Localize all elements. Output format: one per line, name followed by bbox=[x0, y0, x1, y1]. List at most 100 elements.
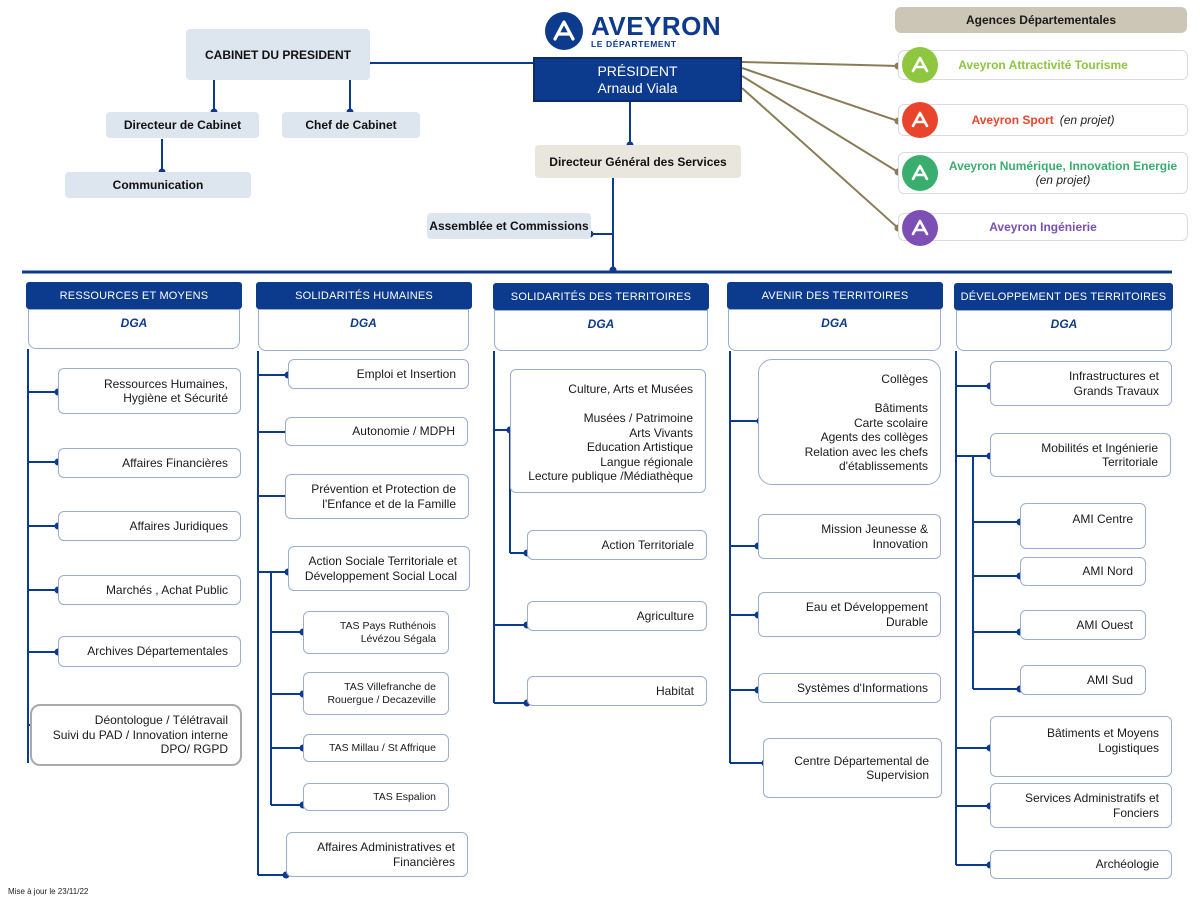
service-box: Archéologie bbox=[990, 850, 1172, 879]
assemblee-label: Assemblée et Commissions bbox=[429, 219, 589, 233]
agency-numerique-name: Aveyron Numérique, Innovation Energie bbox=[948, 159, 1178, 173]
service-label: Systèmes d'Informations bbox=[796, 680, 928, 695]
tas-label: TAS Millau / St Affrique bbox=[329, 741, 436, 754]
agency-ingenierie: Aveyron Ingénierie bbox=[898, 213, 1188, 241]
ami-label: AMI Sud bbox=[1086, 672, 1133, 687]
service-box: Prévention et Protection de l'Enfance et… bbox=[285, 474, 469, 519]
dga-label: DGA bbox=[1050, 317, 1078, 331]
service-label: Archives Départementales bbox=[87, 644, 228, 659]
ami-label: AMI Ouest bbox=[1076, 617, 1133, 632]
column-title: SOLIDARITÉS DES TERRITOIRES bbox=[510, 290, 692, 303]
service-label: Archéologie bbox=[1095, 857, 1159, 872]
service-box: Archives Départementales bbox=[58, 636, 241, 667]
service-label: Affaires Juridiques bbox=[129, 518, 229, 533]
dgs-label: Directeur Général des Services bbox=[549, 154, 727, 169]
service-label: Bâtiments et Moyens Logistiques bbox=[1046, 726, 1159, 755]
service-box: Agriculture bbox=[527, 601, 707, 631]
aveyron-a-icon bbox=[545, 12, 583, 50]
service-label: Mobilités et Ingénierie Territoriale bbox=[1041, 440, 1158, 470]
service-label: Ressources Humaines, Hygiène et Sécurité bbox=[103, 376, 228, 406]
service-label: Eau et Développement Durable bbox=[805, 600, 928, 629]
column-title: SOLIDARITÉS HUMAINES bbox=[295, 289, 433, 302]
communication-label: Communication bbox=[112, 178, 204, 192]
tas-label: TAS Villefranche de Rouergue / Decazevil… bbox=[327, 680, 436, 706]
service-box: Systèmes d'Informations bbox=[758, 673, 941, 703]
service-box: Eau et Développement Durable bbox=[758, 592, 941, 637]
chef-cabinet-label: Chef de Cabinet bbox=[305, 118, 397, 132]
agency-numerique: Aveyron Numérique, Innovation Energie (e… bbox=[898, 152, 1188, 194]
ami-label: AMI Nord bbox=[1082, 564, 1133, 579]
service-label: Déontologue / Télétravail Suivi du PAD /… bbox=[52, 713, 228, 757]
dgs-box: Directeur Général des Services bbox=[535, 145, 741, 178]
communication-box: Communication bbox=[65, 172, 251, 198]
service-label: Emploi et Insertion bbox=[356, 366, 456, 381]
service-label: Affaires Financières bbox=[122, 455, 228, 470]
service-label: Prévention et Protection de l'Enfance et… bbox=[311, 482, 456, 511]
service-label: Centre Départemental de Supervision bbox=[794, 753, 929, 783]
service-box: Habitat bbox=[527, 676, 707, 706]
dga-box: DGA bbox=[258, 309, 469, 351]
service-box: Emploi et Insertion bbox=[288, 359, 469, 389]
service-label: Collèges Bâtiments Carte scolaire Agents… bbox=[804, 372, 928, 473]
service-label: Mission Jeunesse & Innovation bbox=[821, 522, 928, 551]
column-title: RESSOURCES ET MOYENS bbox=[59, 289, 209, 302]
service-box: Autonomie / MDPH bbox=[285, 417, 468, 446]
column-header-solidarites-humaines: SOLIDARITÉS HUMAINES bbox=[256, 282, 472, 309]
dga-box: DGA bbox=[956, 310, 1172, 351]
service-box: Culture, Arts et Musées Musées / Patrimo… bbox=[510, 369, 706, 493]
aveyron-a-icon bbox=[902, 210, 938, 246]
service-label: Infrastructures et Grands Travaux bbox=[1068, 369, 1159, 398]
dga-label: DGA bbox=[587, 317, 615, 331]
service-box: Centre Départemental de Supervision bbox=[763, 738, 942, 798]
president-box: PRÉSIDENT Arnaud Viala bbox=[533, 57, 742, 102]
update-date: Mise à jour le 23/11/22 bbox=[8, 887, 89, 896]
logo-name: AVEYRON bbox=[591, 11, 722, 41]
agency-sport: Aveyron Sport (en projet) bbox=[898, 104, 1188, 136]
agencies-title: Agences Départementales bbox=[965, 13, 1117, 27]
cabinet-box: CABINET DU PRESIDENT bbox=[186, 29, 370, 80]
tas-label: TAS Espalion bbox=[373, 790, 436, 803]
column-title: DÉVELOPPEMENT DES TERRITOIRES bbox=[960, 290, 1167, 303]
column-header-solidarites-territoires: SOLIDARITÉS DES TERRITOIRES bbox=[493, 283, 709, 310]
column-header-developpement: DÉVELOPPEMENT DES TERRITOIRES bbox=[954, 283, 1173, 310]
assemblee-box: Assemblée et Commissions bbox=[427, 213, 591, 239]
agency-sport-name: Aveyron Sport bbox=[971, 113, 1054, 127]
service-box: Collèges Bâtiments Carte scolaire Agents… bbox=[758, 359, 941, 485]
aveyron-logo: AVEYRON LE DÉPARTEMENT bbox=[545, 12, 721, 50]
service-label: Autonomie / MDPH bbox=[352, 424, 455, 439]
service-box: Affaires Administratives et Financières bbox=[286, 832, 468, 877]
president-title: PRÉSIDENT bbox=[597, 62, 678, 79]
tas-box: TAS Pays Ruthénois Lévézou Ségala bbox=[303, 611, 449, 654]
service-label: Culture, Arts et Musées Musées / Patrimo… bbox=[528, 382, 693, 483]
dga-label: DGA bbox=[821, 316, 848, 330]
logo-tagline: LE DÉPARTEMENT bbox=[591, 39, 677, 49]
tas-box: TAS Millau / St Affrique bbox=[303, 734, 449, 762]
column-header-ressources: RESSOURCES ET MOYENS bbox=[26, 282, 242, 309]
chef-cabinet-box: Chef de Cabinet bbox=[282, 112, 420, 138]
service-box: Mission Jeunesse & Innovation bbox=[758, 514, 941, 559]
ami-box: AMI Nord bbox=[1020, 557, 1146, 586]
agency-numerique-note: (en projet) bbox=[1035, 173, 1091, 187]
aveyron-a-icon bbox=[902, 102, 938, 138]
column-title: AVENIR DES TERRITOIRES bbox=[761, 289, 909, 302]
service-label: Marchés , Achat Public bbox=[105, 582, 228, 597]
service-box: Marchés , Achat Public bbox=[58, 575, 241, 605]
ami-box: AMI Ouest bbox=[1020, 610, 1146, 640]
tas-box: TAS Villefranche de Rouergue / Decazevil… bbox=[303, 672, 449, 715]
dga-box: DGA bbox=[28, 309, 240, 349]
tas-box: TAS Espalion bbox=[303, 783, 449, 811]
directeur-cabinet-label: Directeur de Cabinet bbox=[123, 118, 242, 132]
service-box: Services Administratifs et Fonciers bbox=[990, 783, 1172, 828]
aveyron-a-icon bbox=[902, 47, 938, 83]
agency-ingenierie-name: Aveyron Ingénierie bbox=[989, 220, 1097, 234]
agency-tourisme-name: Aveyron Attractivité Tourisme bbox=[958, 58, 1128, 72]
dga-box: DGA bbox=[494, 310, 708, 351]
directeur-cabinet-box: Directeur de Cabinet bbox=[106, 112, 259, 138]
dga-label: DGA bbox=[350, 316, 377, 330]
aveyron-a-icon bbox=[902, 155, 938, 191]
service-box: Mobilités et Ingénierie Territoriale bbox=[990, 433, 1171, 477]
president-name: Arnaud Viala bbox=[597, 79, 678, 96]
dga-label: DGA bbox=[120, 316, 148, 330]
service-label: Action Territoriale bbox=[601, 537, 694, 552]
service-label: Action Sociale Territoriale et Développe… bbox=[304, 554, 457, 583]
